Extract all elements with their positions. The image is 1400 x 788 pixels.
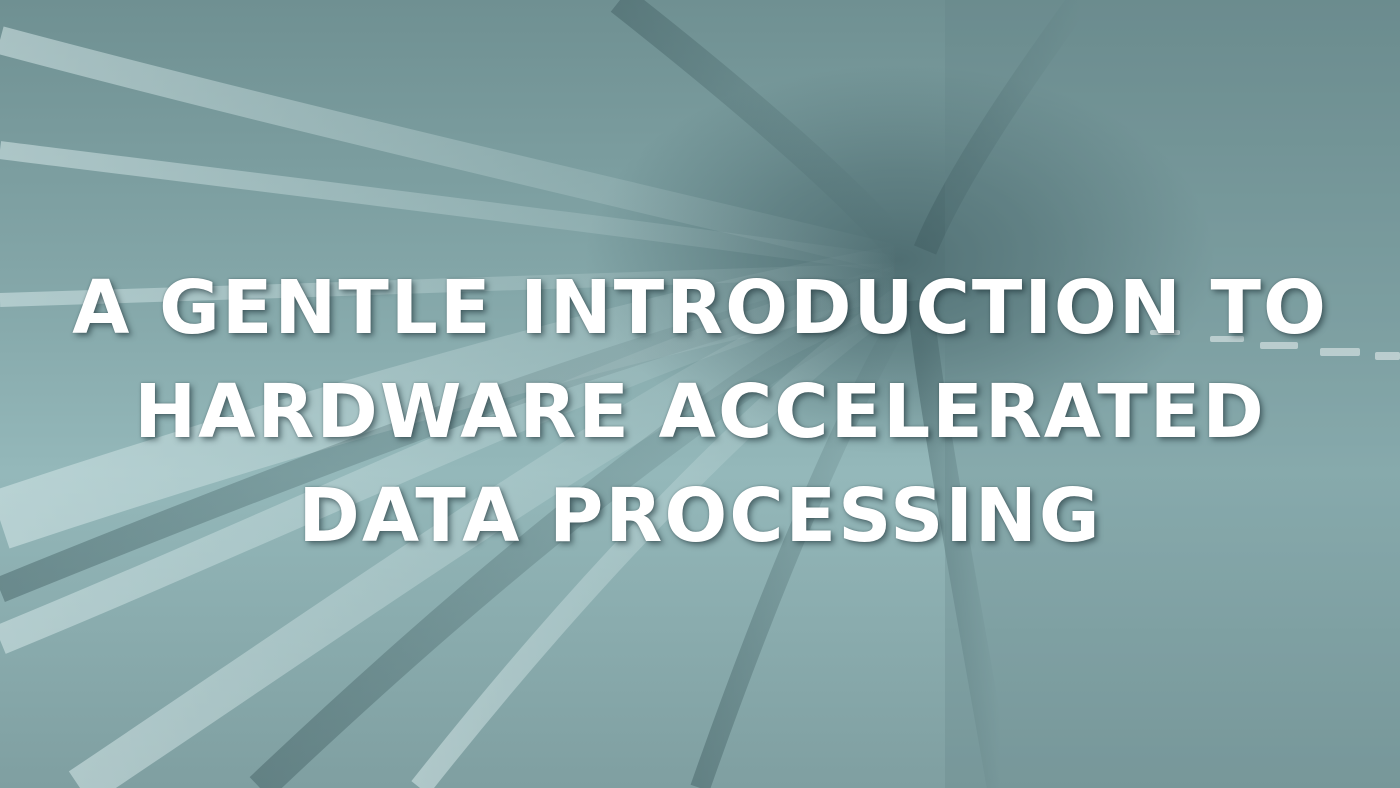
title-line-2: HARDWARE ACCELERATED xyxy=(134,369,1266,455)
title-line-3: DATA PROCESSING xyxy=(298,473,1102,559)
title-line-1: A GENTLE INTRODUCTION TO xyxy=(72,265,1328,351)
page-title: A GENTLE INTRODUCTION TO HARDWARE ACCELE… xyxy=(0,256,1400,568)
